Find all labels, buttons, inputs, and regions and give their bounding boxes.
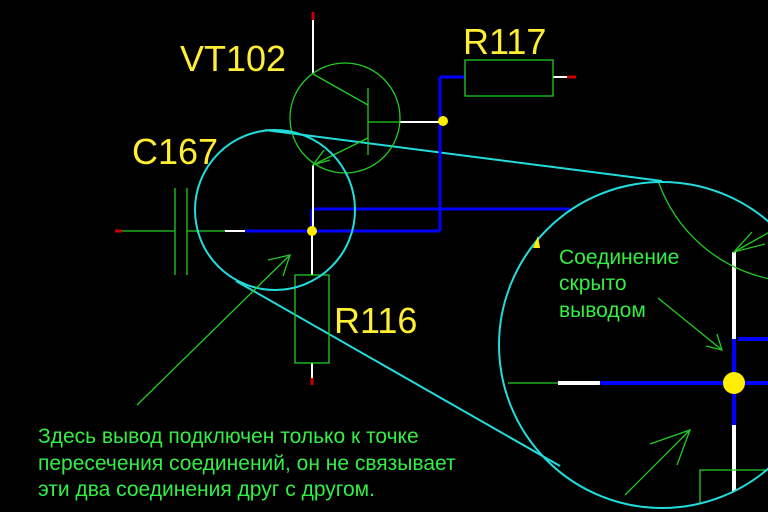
wires bbox=[245, 75, 570, 233]
transistor-collector bbox=[312, 73, 369, 106]
transistor-vt102[interactable] bbox=[289, 62, 401, 174]
label-r116: R116 bbox=[334, 300, 417, 341]
arrow-main-note bbox=[136, 254, 291, 406]
transistor-body bbox=[289, 62, 401, 174]
arrow-zoom-lower-head bbox=[649, 428, 692, 466]
capacitor-c167[interactable] bbox=[122, 188, 225, 275]
zoom-junction-dot bbox=[723, 372, 745, 394]
resistor-r117[interactable] bbox=[464, 59, 554, 97]
zoom-transistor-body bbox=[649, 182, 768, 283]
note-main-line: Здесь вывод подключен только к точке bbox=[38, 425, 419, 448]
arrow-hidden-note bbox=[657, 297, 723, 351]
zoom-label-fragment bbox=[533, 236, 540, 248]
transistor-arrow bbox=[311, 149, 331, 167]
label-r117: R117 bbox=[463, 21, 546, 62]
note-hidden-line: Соединение bbox=[559, 246, 679, 269]
note-main: Здесь вывод подключен только к точке пер… bbox=[38, 425, 456, 501]
resistor-r116[interactable] bbox=[294, 274, 330, 364]
zoom-resistor-r116 bbox=[699, 469, 768, 508]
note-hidden-connection: Соединение скрыто выводом bbox=[559, 246, 679, 322]
note-hidden-line: выводом bbox=[559, 299, 646, 322]
zoom-circle-large bbox=[498, 181, 768, 509]
zoom-transistor-arrow bbox=[732, 231, 766, 254]
junction-dot-center[interactable] bbox=[307, 226, 317, 236]
zoom-detail bbox=[508, 182, 768, 508]
zoom-tangent-bottom bbox=[235, 280, 561, 467]
zoom-connector bbox=[235, 129, 663, 467]
junction-dot-right[interactable] bbox=[438, 116, 448, 126]
label-vt102: VT102 bbox=[180, 38, 286, 79]
note-main-line: эти два соединения друг с другом. bbox=[38, 478, 375, 501]
pin-ends bbox=[115, 12, 576, 385]
label-c167: C167 bbox=[132, 131, 218, 172]
zoom-transistor-emitter bbox=[733, 214, 768, 253]
zoom-tangent-top bbox=[264, 129, 663, 182]
transistor-emitter bbox=[312, 137, 369, 166]
note-main-line: пересечения соединений, он не связывает bbox=[38, 452, 456, 475]
arrow-main-note-head bbox=[267, 254, 291, 277]
annotation-arrows bbox=[136, 254, 723, 496]
note-hidden-line: скрыто bbox=[559, 272, 627, 295]
arrow-hidden-note-head bbox=[705, 333, 723, 351]
arrow-zoom-lower bbox=[624, 429, 691, 496]
zoom-circle-small bbox=[194, 129, 356, 291]
